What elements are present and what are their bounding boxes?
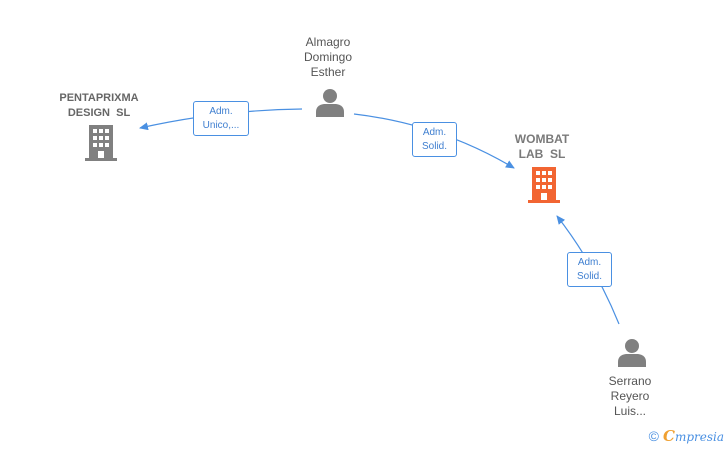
copyright-symbol: © [648,428,659,444]
company-left-name[interactable]: PENTAPRIXMA DESIGN SL [44,91,154,121]
person-icon[interactable] [315,88,345,123]
edge-label-line-2: Solid. [421,141,447,152]
company-left-name-line-2: DESIGN SL [67,107,131,119]
brand-initial: C [662,427,675,445]
company-main-name-line-1: WOMBAT [514,132,570,146]
person-top-name-line-1: Almagro [305,35,351,49]
edge-label-line-2: Solid. [576,271,602,282]
person-bottom-name-line-3: Luis... [613,404,646,418]
edge-label-line-2: Unico,... [202,120,240,131]
person-bottom-name[interactable]: Serrano Reyero Luis... [580,374,680,419]
person-bottom-name-line-2: Reyero [610,389,650,403]
company-main-name-line-2: LAB SL [518,147,566,161]
edge-label-line-1: Adm. [577,257,602,268]
edge-label-adm-solid-top[interactable]: Adm. Solid. [412,122,457,157]
building-icon[interactable] [85,125,117,166]
person-bottom-name-line-1: Serrano [608,374,652,388]
brand-logo: Cmpresia [663,427,724,445]
brand-watermark[interactable]: © Cmpresia [649,427,724,445]
company-main-name[interactable]: WOMBAT LAB SL [492,132,592,162]
brand-name-rest: mpresia [674,430,724,444]
edge-label-adm-unico[interactable]: Adm. Unico,... [193,101,249,136]
person-icon[interactable] [617,338,647,373]
person-top-name-line-3: Esther [310,65,346,79]
company-left-name-line-1: PENTAPRIXMA [59,92,139,104]
edge-label-line-1: Adm. [209,106,233,117]
building-icon[interactable] [528,167,560,208]
person-top-name[interactable]: Almagro Domingo Esther [278,35,378,80]
edge-label-line-1: Adm. [422,127,447,138]
person-top-name-line-2: Domingo [303,50,353,64]
edge-label-adm-solid-bottom[interactable]: Adm. Solid. [567,252,612,287]
